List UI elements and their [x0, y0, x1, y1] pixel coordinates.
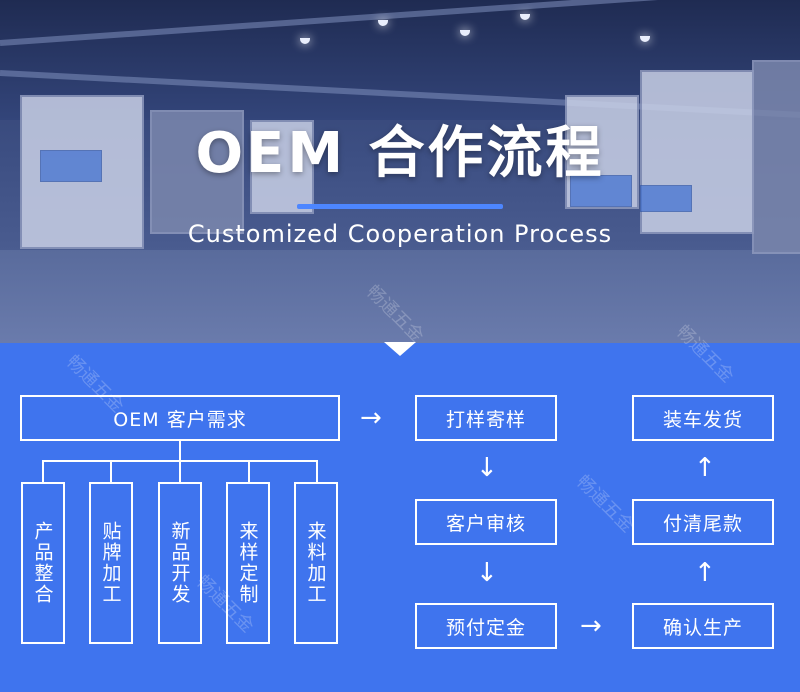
connector — [110, 460, 112, 482]
connector — [248, 460, 250, 482]
title-underline — [297, 204, 503, 209]
arrow-up-icon: ↑ — [694, 453, 716, 483]
connector — [316, 460, 318, 482]
option-new-product-development: 新品开发 — [158, 482, 202, 644]
connector — [179, 441, 181, 461]
arrow-down-icon: ↓ — [476, 558, 498, 588]
machine — [752, 60, 800, 254]
section-pointer — [384, 342, 416, 356]
ceiling-lamp — [460, 30, 470, 36]
option-material-processing: 来料加工 — [294, 482, 338, 644]
hero-banner: OEM 合作流程 Customized Cooperation Process — [0, 0, 800, 343]
step-customer-review: 客户审核 — [415, 499, 557, 545]
arrow-down-icon: ↓ — [476, 453, 498, 483]
arrow-up-icon: ↑ — [694, 558, 716, 588]
step-confirm-production: 确认生产 — [632, 603, 774, 649]
storage-crate — [40, 150, 102, 182]
ceiling-lamp — [378, 20, 388, 26]
connector — [179, 460, 181, 482]
storage-crate — [640, 185, 692, 212]
page-subtitle: Customized Cooperation Process — [187, 220, 613, 248]
step-sampling: 打样寄样 — [415, 395, 557, 441]
factory-floor — [0, 250, 800, 343]
step-final-payment: 付清尾款 — [632, 499, 774, 545]
step-shipping: 装车发货 — [632, 395, 774, 441]
page-title: OEM 合作流程 — [195, 121, 605, 186]
option-product-integration: 产品整合 — [21, 482, 65, 644]
step-deposit: 预付定金 — [415, 603, 557, 649]
ceiling-lamp — [640, 36, 650, 42]
ceiling-lamp — [300, 38, 310, 44]
connector — [42, 460, 44, 482]
storage-crate — [570, 175, 632, 207]
ceiling-lamp — [520, 14, 530, 20]
customer-demand-box: OEM 客户需求 — [20, 395, 340, 441]
machine — [150, 110, 244, 234]
option-oem-labeling: 贴牌加工 — [89, 482, 133, 644]
arrow-right-icon: → — [580, 611, 602, 641]
option-sample-customization: 来样定制 — [226, 482, 270, 644]
arrow-right-icon: → — [360, 403, 382, 433]
machine — [250, 120, 314, 214]
watermark: 畅通五金 — [572, 471, 638, 537]
